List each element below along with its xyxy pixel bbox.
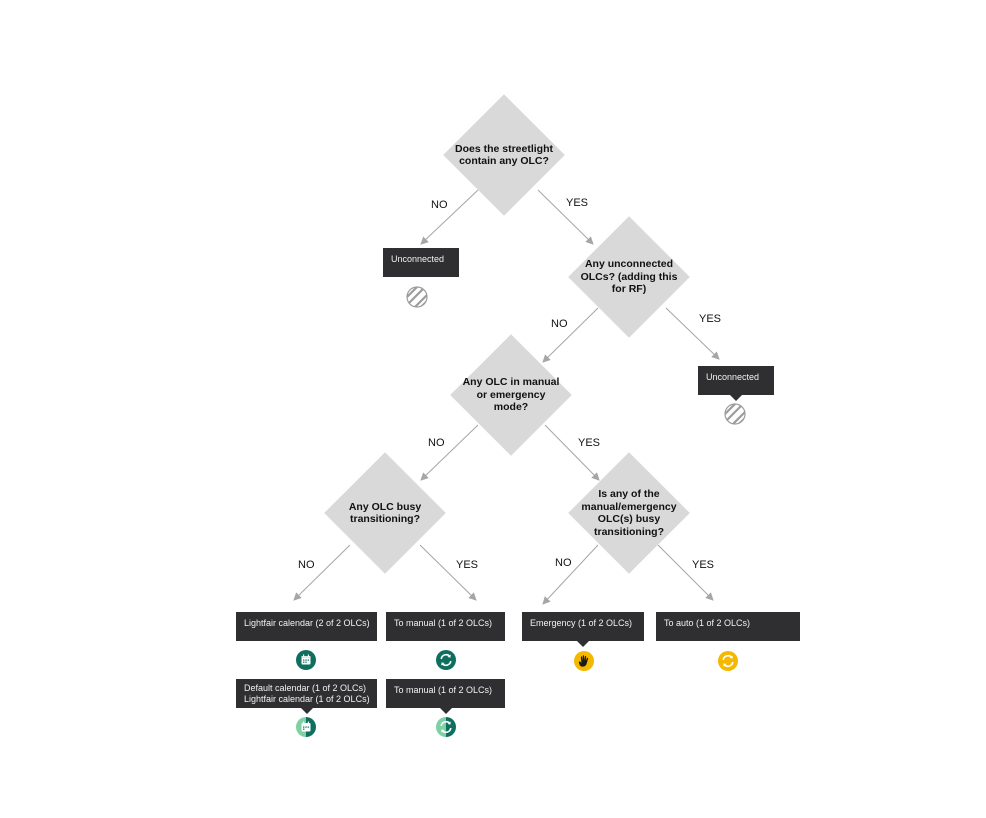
edge-me-busy-no	[542, 544, 599, 605]
outcome-label: To manual (1 of 2 OLCs)	[394, 685, 493, 695]
auto-transition-icon	[717, 650, 739, 672]
outcome-label: Lightfair calendar (2 of 2 OLCs)	[244, 618, 370, 628]
edge-label-no: NO	[431, 199, 448, 211]
unconnected-striped-icon	[406, 286, 428, 308]
tooltip-pointer	[730, 395, 742, 401]
decision-text: Any unconnected OLCs? (adding this for R…	[580, 258, 678, 296]
edge-label-yes: YES	[692, 559, 715, 571]
transition-partial-icon	[435, 716, 457, 738]
transition-icon	[435, 649, 457, 671]
edge-root-yes	[537, 189, 594, 245]
edge-label-no: NO	[298, 559, 315, 571]
decision-busy-transitioning: Any OLC busy transitioning?	[324, 452, 446, 574]
calendar-icon	[295, 649, 317, 671]
hand-icon	[573, 650, 595, 672]
edge-unconnected-no	[542, 307, 599, 363]
edge-busy-no	[293, 544, 351, 601]
decision-text: Any OLC busy transitioning?	[348, 500, 422, 526]
outcome-label: Unconnected	[706, 372, 760, 382]
edge-busy-yes	[419, 544, 477, 601]
outcome-label: To auto (1 of 2 OLCs)	[664, 618, 751, 628]
outcome-unconnected-2: Unconnected	[698, 366, 774, 401]
decision-manual-emergency-busy: Is any of the manual/emergency OLC(s) bu…	[568, 452, 690, 574]
outcome-label: Default calendar (1 of 2 OLCs)	[244, 683, 367, 693]
tooltip-pointer	[300, 708, 313, 714]
decision-text: Does the streetlight contain any OLC?	[454, 142, 554, 168]
outcome-label: To manual (1 of 2 OLCs)	[394, 618, 493, 628]
tooltip-pointer	[439, 708, 452, 714]
outcome-label: Emergency (1 of 2 OLCs)	[530, 618, 633, 628]
outcome-default-lightfair-calendar: Default calendar (1 of 2 OLCs) Lightfair…	[236, 679, 377, 714]
tooltip-pointer	[577, 641, 589, 647]
outcome-unconnected-1: Unconnected	[383, 248, 459, 277]
edge-label-yes: YES	[578, 437, 601, 449]
outcome-emergency: Emergency (1 of 2 OLCs)	[522, 612, 644, 647]
edge-label-no: NO	[551, 318, 568, 330]
unconnected-striped-icon	[724, 403, 746, 425]
edge-label-no: NO	[555, 557, 572, 569]
edge-unconnected-yes	[665, 307, 720, 360]
outcome-lightfair-calendar: Lightfair calendar (2 of 2 OLCs)	[236, 612, 377, 641]
decision-unconnected-olcs: Any unconnected OLCs? (adding this for R…	[568, 216, 690, 338]
edge-me-busy-yes	[657, 544, 714, 601]
edge-label-no: NO	[428, 437, 445, 449]
decision-contains-olc: Does the streetlight contain any OLC?	[443, 94, 565, 216]
edge-label-yes: YES	[566, 197, 589, 209]
edge-label-yes: YES	[456, 559, 479, 571]
outcome-label: Unconnected	[391, 254, 445, 264]
outcome-to-manual-2: To manual (1 of 2 OLCs)	[386, 679, 505, 714]
calendar-mixed-icon	[295, 716, 317, 738]
edge-label-yes: YES	[699, 313, 722, 325]
decision-text: Is any of the manual/emergency OLC(s) bu…	[581, 488, 677, 538]
outcome-label: Lightfair calendar (1 of 2 OLCs)	[244, 694, 370, 704]
decision-manual-or-emergency: Any OLC in manual or emergency mode?	[450, 334, 572, 456]
edge-manual-yes	[544, 424, 600, 481]
edge-manual-no	[420, 424, 479, 481]
outcome-to-manual-1: To manual (1 of 2 OLCs)	[386, 612, 505, 641]
outcome-to-auto: To auto (1 of 2 OLCs)	[656, 612, 800, 641]
edge-root-no	[420, 189, 479, 245]
decision-text: Any OLC in manual or emergency mode?	[462, 376, 560, 414]
